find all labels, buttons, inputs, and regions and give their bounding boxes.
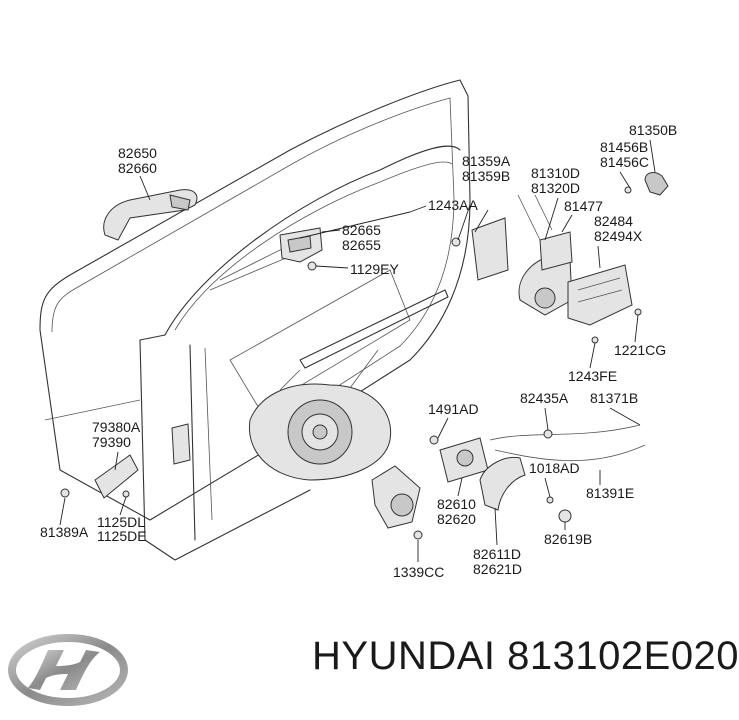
label-79380A: 79380A bbox=[92, 419, 141, 435]
door-latch bbox=[517, 194, 573, 316]
label-1491AD: 1491AD bbox=[428, 401, 479, 417]
label-79390: 79390 bbox=[92, 434, 131, 450]
control-cables bbox=[489, 424, 646, 523]
label-81371B: 81371B bbox=[590, 390, 638, 406]
latch-bracket bbox=[451, 217, 509, 281]
label-81456B: 81456B bbox=[600, 139, 648, 155]
door-parts-diagram: 82650 82660 82665 82655 1129EY 81359A 81… bbox=[39, 79, 677, 580]
inside-handle-housing bbox=[429, 435, 489, 483]
part-number: 813102E020 bbox=[507, 634, 739, 678]
label-82665: 82665 bbox=[342, 222, 381, 238]
label-1339CC: 1339CC bbox=[393, 564, 444, 580]
part-labels: 82650 82660 82665 82655 1129EY 81359A 81… bbox=[40, 122, 677, 580]
leader-lines bbox=[59, 139, 656, 562]
label-81389A: 81389A bbox=[40, 524, 89, 540]
window-regulator bbox=[248, 289, 449, 481]
label-82610: 82610 bbox=[437, 496, 476, 512]
label-82620: 82620 bbox=[437, 511, 476, 527]
label-81310D: 81310D bbox=[531, 165, 580, 181]
label-1243AA: 1243AA bbox=[428, 197, 478, 213]
brand-part-number: HYUNDAI 813102E020 bbox=[312, 634, 739, 679]
striker bbox=[624, 172, 669, 196]
label-1018AD: 1018AD bbox=[529, 460, 580, 476]
label-82484: 82484 bbox=[594, 213, 633, 229]
label-82619B: 82619B bbox=[544, 531, 592, 547]
label-82655: 82655 bbox=[342, 237, 381, 253]
brand-name: HYUNDAI bbox=[312, 634, 496, 678]
label-81477: 81477 bbox=[564, 198, 603, 214]
label-81350B: 81350B bbox=[629, 122, 677, 138]
label-82660: 82660 bbox=[118, 160, 157, 176]
label-1221CG: 1221CG bbox=[614, 342, 666, 358]
label-81391E: 81391E bbox=[586, 485, 634, 501]
label-82650: 82650 bbox=[118, 145, 157, 161]
label-81359B: 81359B bbox=[462, 168, 510, 184]
label-81359A: 81359A bbox=[462, 153, 511, 169]
window-motor bbox=[371, 465, 423, 540]
label-82494X: 82494X bbox=[594, 228, 643, 244]
door-check bbox=[60, 423, 191, 499]
label-1125DL: 1125DL bbox=[97, 514, 145, 530]
outer-handle bbox=[103, 175, 198, 241]
label-81456C: 81456C bbox=[600, 154, 649, 170]
handle-bracket bbox=[279, 227, 349, 271]
label-1129EY: 1129EY bbox=[350, 261, 399, 277]
label-1243FE: 1243FE bbox=[568, 368, 617, 384]
door-panel bbox=[39, 79, 471, 561]
label-82435A: 82435A bbox=[520, 390, 569, 406]
latch-cover bbox=[567, 264, 642, 344]
label-82621D: 82621D bbox=[473, 561, 522, 577]
label-82611D: 82611D bbox=[473, 546, 521, 562]
label-81320D: 81320D bbox=[531, 180, 580, 196]
inside-handle bbox=[479, 456, 526, 511]
label-1125DE: 1125DE bbox=[97, 528, 147, 544]
hyundai-logo-icon bbox=[8, 634, 128, 706]
